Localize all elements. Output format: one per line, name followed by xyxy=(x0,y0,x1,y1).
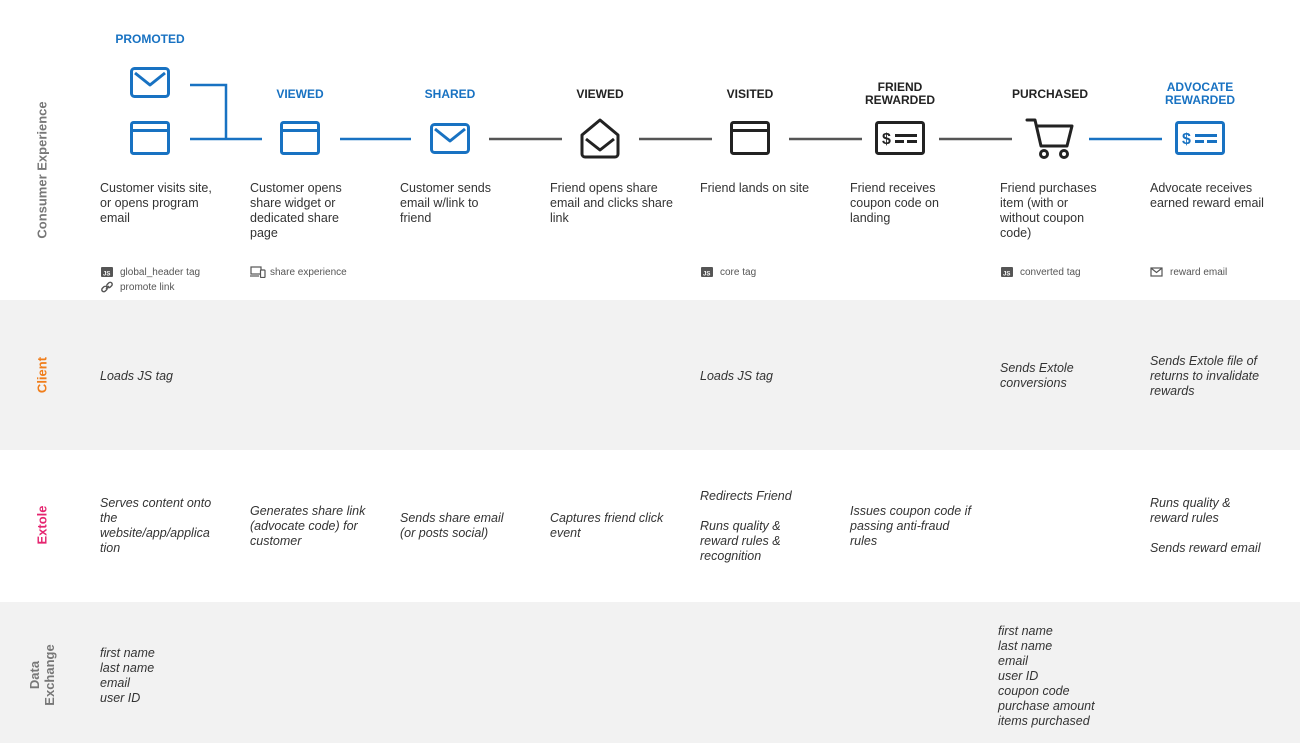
tag-core: JS core tag xyxy=(700,266,756,278)
extole-advocate-email: Sends reward email xyxy=(1150,541,1261,555)
js-icon: JS xyxy=(101,267,113,278)
row-label-data-exchange-line1: Data xyxy=(27,660,42,690)
extole-visited-redirect: Redirects Friend xyxy=(700,489,792,503)
reward-icon: $ xyxy=(1175,121,1225,155)
extole-viewed: Generates share link (advocate code) for… xyxy=(250,504,366,548)
row-label-extole: Extole xyxy=(34,505,50,545)
stage-title-promoted: PROMOTED xyxy=(115,32,185,46)
svg-text:JS: JS xyxy=(103,272,110,278)
stage-desc-visited: Friend lands on site xyxy=(700,181,810,195)
stage-title-purchased: PURCHASED xyxy=(1011,87,1088,101)
data-field: user ID xyxy=(100,691,141,705)
tag-label: converted tag xyxy=(1020,266,1081,278)
stage-title-friend-rewarded-line2: REWARDED xyxy=(864,93,935,107)
stage-title-shared: SHARED xyxy=(424,87,476,101)
row-label-data-exchange-line2: Exchange xyxy=(42,644,57,706)
data-exchange-promoted: first name last name email user ID xyxy=(100,646,155,706)
stage-desc-viewed: Customer opens share widget or dedicated… xyxy=(250,181,342,240)
extole-friend-rewarded: Issues coupon code if passing anti-fraud… xyxy=(850,504,971,548)
stage-title-advocate-rewarded-line2: REWARDED xyxy=(1164,93,1235,107)
cart-icon xyxy=(1025,118,1074,159)
tag-label: share experience xyxy=(270,266,347,278)
envelope-icon xyxy=(130,67,170,98)
svg-text:$: $ xyxy=(882,131,891,148)
stage-connectors xyxy=(190,83,1162,141)
data-exchange-purchased: first name last name email user ID coupo… xyxy=(998,624,1095,729)
data-field: first name xyxy=(998,624,1053,638)
data-field: purchase amount xyxy=(998,699,1095,713)
data-field: first name xyxy=(100,646,155,660)
extole-promoted: Serves content onto the website/app/appl… xyxy=(100,496,212,555)
data-field: last name xyxy=(998,639,1053,653)
tag-label: reward email xyxy=(1170,266,1228,278)
extole-visited-rules: Runs quality & reward rules & recognitio… xyxy=(700,519,781,563)
reward-icon: $ xyxy=(875,121,925,155)
js-icon: JS xyxy=(701,267,713,278)
extole-advocate-rules: Runs quality & reward rules xyxy=(1150,496,1231,525)
stage-title-advocate-rewarded: ADVOCATE REWARDED xyxy=(1135,81,1265,107)
tag-converted: JS converted tag xyxy=(1000,266,1081,278)
open-envelope-icon xyxy=(580,118,620,159)
envelope-icon xyxy=(1150,267,1163,277)
devices-icon xyxy=(250,266,266,278)
client-advocate-rewarded: Sends Extole file of returns to invalida… xyxy=(1150,354,1260,398)
browser-icon xyxy=(730,121,770,155)
svg-text:JS: JS xyxy=(1003,272,1010,278)
tag-promote-link: promote link xyxy=(100,281,174,293)
svg-text:$: $ xyxy=(1182,131,1191,148)
row-label-client: Client xyxy=(34,356,50,394)
tag-share-experience: share experience xyxy=(250,266,347,278)
stage-desc-advocate-rewarded: Advocate receives earned reward email xyxy=(1150,181,1264,210)
row-label-data-exchange: Data Exchange xyxy=(27,644,57,705)
data-field: user ID xyxy=(998,669,1039,683)
tag-label: core tag xyxy=(720,266,757,278)
data-field: items purchased xyxy=(998,714,1090,728)
tag-label: global_header tag xyxy=(120,266,201,278)
envelope-icon xyxy=(430,123,470,154)
tag-label: promote link xyxy=(120,281,175,293)
data-field: email xyxy=(998,654,1028,668)
data-field: email xyxy=(100,676,130,690)
tag-reward-email: reward email xyxy=(1150,266,1227,278)
client-purchased: Sends Extole conversions xyxy=(1000,361,1074,390)
extole-friend-viewed: Captures friend click event xyxy=(550,511,664,540)
browser-icon xyxy=(280,121,320,155)
js-icon: JS xyxy=(1001,267,1013,278)
svg-text:JS: JS xyxy=(703,272,710,278)
stage-title-visited: VISITED xyxy=(726,87,774,101)
stage-title-friend-rewarded-line1: FRIEND xyxy=(877,80,923,94)
client-promoted: Loads JS tag xyxy=(100,369,173,383)
stage-desc-purchased: Friend purchases item (with or without c… xyxy=(1000,181,1097,240)
stage-desc-friend-viewed: Friend opens share email and clicks shar… xyxy=(550,181,673,225)
client-band xyxy=(0,300,1300,450)
stage-title-advocate-rewarded-line1: ADVOCATE xyxy=(1166,80,1234,94)
tag-global-header: JS global_header tag xyxy=(100,266,200,278)
data-field: last name xyxy=(100,661,155,675)
stage-desc-shared: Customer sends email w/link to friend xyxy=(400,181,492,225)
stage-desc-friend-rewarded: Friend receives coupon code on landing xyxy=(850,181,939,225)
stage-title-friend-rewarded: FRIEND REWARDED xyxy=(835,81,965,107)
stage-desc-promoted: Customer visits site, or opens program e… xyxy=(100,181,212,225)
extole-shared: Sends share email (or posts social) xyxy=(400,511,504,540)
link-icon xyxy=(101,281,113,293)
data-exchange-band xyxy=(0,602,1300,743)
browser-icon xyxy=(130,121,170,155)
data-field: coupon code xyxy=(998,684,1070,698)
stage-title-viewed: VIEWED xyxy=(276,87,324,101)
client-visited: Loads JS tag xyxy=(700,369,773,383)
stage-title-friend-viewed: VIEWED xyxy=(576,87,624,101)
